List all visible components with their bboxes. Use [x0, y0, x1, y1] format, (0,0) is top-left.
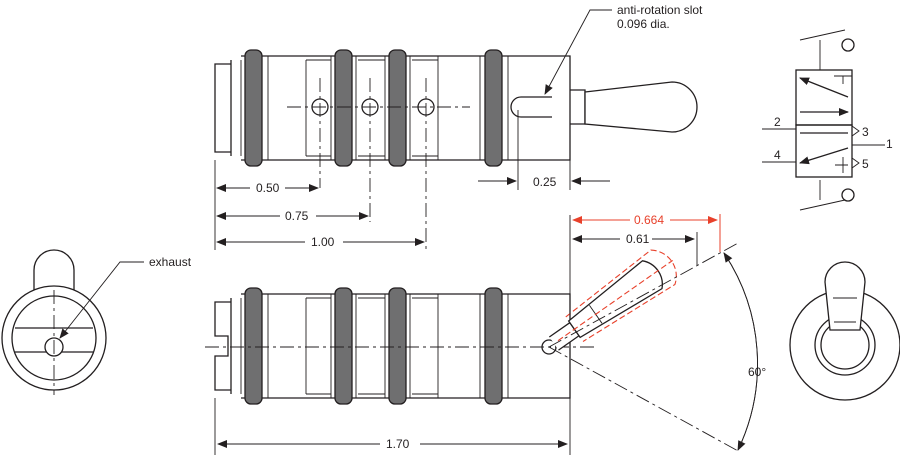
anti-rotation-slot-size: 0.096 dia. [617, 17, 670, 31]
dim-170: 1.70 [386, 437, 410, 451]
side-view: 60° 0.664 0.61 1.70 [205, 213, 766, 455]
o-ring [388, 49, 407, 167]
port-1: 1 [886, 137, 893, 151]
exhaust-label: exhaust [149, 255, 192, 269]
o-ring [484, 49, 503, 167]
left-end-view: exhaust [1, 249, 192, 395]
anti-rotation-slot [510, 96, 552, 118]
right-end-view [789, 261, 900, 401]
handle [584, 81, 698, 133]
port-4: 4 [774, 148, 781, 162]
pivot-pin [541, 339, 557, 355]
dim-0664: 0.664 [634, 213, 664, 227]
top-view: anti-rotation slot 0.096 dia. 0.50 0.75 … [214, 3, 703, 250]
angle-60: 60° [748, 365, 766, 379]
anti-rotation-slot-label: anti-rotation slot [617, 3, 703, 17]
dim-050: 0.50 [256, 181, 280, 195]
dim-061: 0.61 [626, 232, 650, 246]
valve-symbol: 2 4 3 5 1 [762, 29, 893, 211]
o-ring [334, 49, 353, 167]
o-ring [388, 287, 407, 405]
dim-100: 1.00 [311, 235, 335, 249]
port-2: 2 [774, 115, 781, 129]
dim-075: 0.75 [285, 209, 309, 223]
dim-025: 0.25 [533, 175, 557, 189]
o-ring [244, 49, 263, 167]
o-ring [334, 287, 353, 405]
port-5: 5 [862, 157, 869, 171]
port-3: 3 [862, 125, 869, 139]
o-ring [484, 287, 503, 405]
handle-end [824, 261, 866, 331]
o-ring [244, 287, 263, 405]
